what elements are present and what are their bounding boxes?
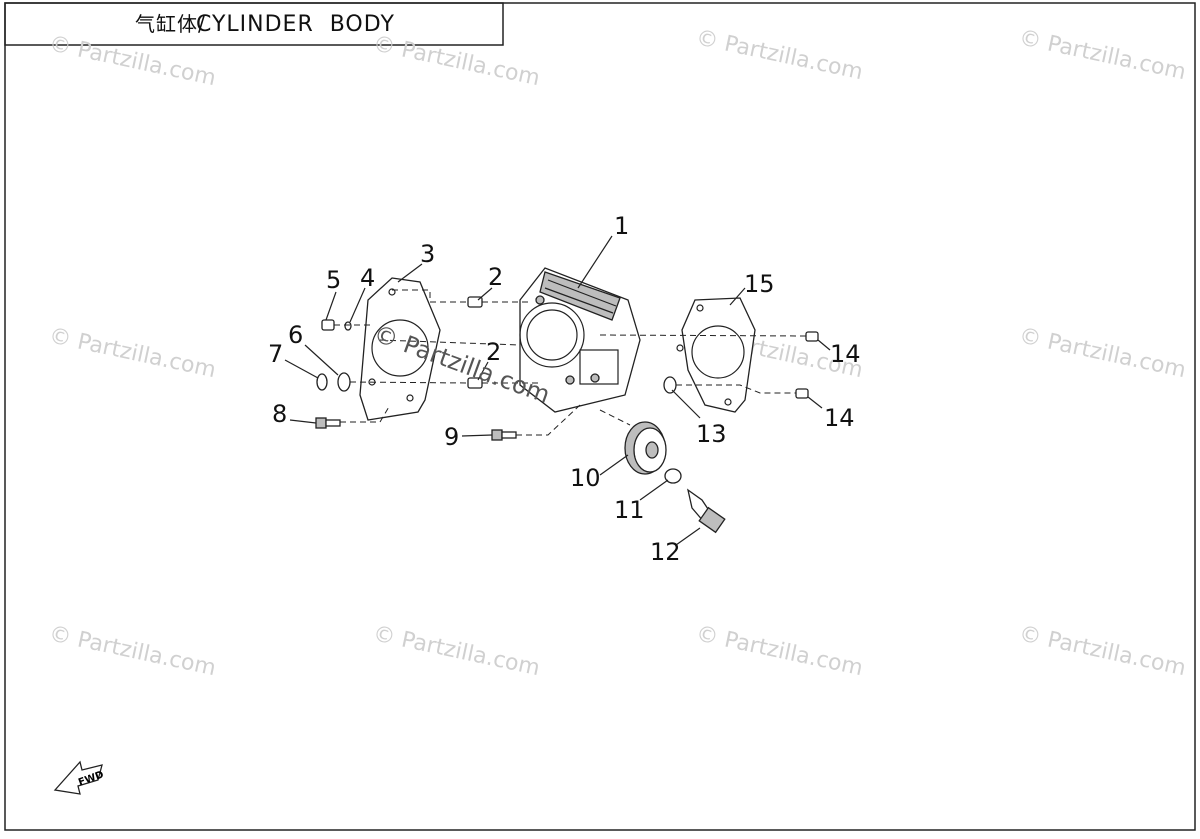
o-ring	[316, 373, 328, 391]
gasket-bore	[371, 319, 429, 377]
dowel-pin	[805, 331, 819, 342]
assembly-lines	[334, 289, 807, 436]
roller-bolt	[686, 488, 726, 534]
washer	[664, 468, 682, 484]
title-box	[4, 2, 504, 46]
title-chinese: 气缸体/	[135, 12, 206, 36]
gasket-hole	[724, 398, 732, 406]
callout-number: 5	[326, 266, 341, 294]
callout-number: 8	[272, 400, 287, 428]
o-ring-small	[344, 321, 352, 331]
bolt	[315, 417, 341, 429]
callout-number: 12	[650, 538, 681, 566]
watermark: © Partzilla.com	[47, 323, 218, 383]
o-ring	[337, 372, 351, 392]
callout-number: 6	[288, 321, 303, 349]
callout-number: 3	[420, 240, 435, 268]
callout-number: 2	[486, 338, 501, 366]
gasket-bore	[691, 325, 745, 379]
guide-roller	[624, 421, 667, 475]
callout-number: 9	[444, 423, 459, 451]
gasket-hole	[388, 288, 396, 296]
callout-number: 10	[570, 464, 601, 492]
cylinder-body	[519, 267, 641, 413]
title-english: CYLINDER BODY	[196, 12, 395, 37]
fwd-arrow-icon: FWD	[53, 760, 105, 795]
watermark: © Partzilla.com	[694, 25, 865, 85]
o-ring	[663, 376, 677, 394]
watermark: © Partzilla.com	[694, 621, 865, 681]
callout-number: 2	[488, 263, 503, 291]
callout-number: 14	[830, 340, 861, 368]
watermark: © Partzilla.com	[371, 621, 542, 681]
callout-number: 13	[696, 420, 727, 448]
bolt	[491, 429, 517, 441]
callout-number: 14	[824, 404, 855, 432]
gasket-hole	[696, 304, 704, 312]
cylinder-base-gasket	[359, 277, 441, 421]
callout-number: 1	[614, 212, 629, 240]
leader-lines	[284, 235, 831, 546]
watermark: © Partzilla.com	[47, 31, 218, 91]
watermark: © Partzilla.com	[1017, 323, 1188, 383]
callouts: 1 2 2 3 4 5 6 7 8 9 10 11 12 13 14 14 15	[268, 212, 861, 566]
callout-number: 15	[744, 270, 775, 298]
cylinder-head-gasket	[681, 297, 756, 413]
callout-number: 7	[268, 340, 283, 368]
dowel-pin	[795, 388, 809, 399]
pin	[321, 319, 335, 331]
watermark: © Partzilla.com	[47, 621, 218, 681]
gasket-hole	[406, 394, 414, 402]
sheet-border	[4, 2, 1196, 831]
watermark: © Partzilla.com	[1017, 25, 1188, 85]
watermark: © Partzilla.com	[371, 31, 542, 91]
callout-number: 11	[614, 496, 645, 524]
gasket-hole	[676, 344, 684, 352]
callout-number: 4	[360, 264, 375, 292]
watermark: © Partzilla.com	[1017, 621, 1188, 681]
